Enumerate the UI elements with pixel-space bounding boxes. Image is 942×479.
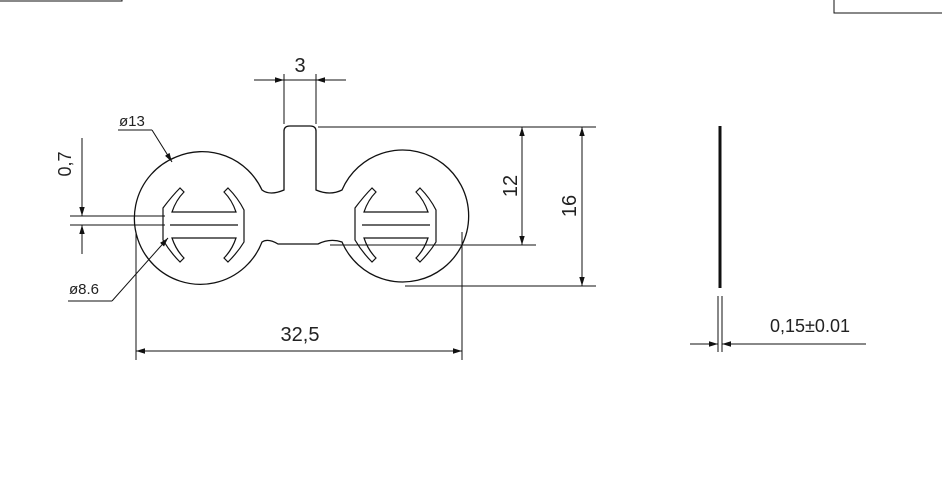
dim-height-total — [405, 126, 596, 287]
frame-corner-right — [833, 0, 942, 14]
dim-width-top — [254, 74, 346, 124]
label-height-inner: 12 — [500, 175, 522, 197]
label-height-total: 16 — [559, 195, 581, 217]
label-thickness: 0,15±0.01 — [770, 316, 850, 336]
dim-length — [135, 232, 463, 360]
dim-thickness — [690, 296, 866, 352]
label-length: 32,5 — [281, 324, 320, 346]
leader-dia-inner — [68, 237, 169, 302]
right-inner-slot — [354, 187, 437, 263]
leader-dia-outer — [118, 129, 173, 163]
frame-corner-left — [0, 0, 123, 2]
label-dia-outer: ø13 — [119, 113, 145, 130]
dim-height-inner — [318, 126, 540, 246]
dim-gap — [70, 138, 165, 254]
label-gap: 0,7 — [55, 151, 75, 176]
label-dia-inner: ø8.6 — [69, 281, 99, 298]
label-width-top: 3 — [294, 55, 305, 77]
profile-outline — [133, 125, 470, 285]
left-inner-slot — [162, 187, 245, 263]
